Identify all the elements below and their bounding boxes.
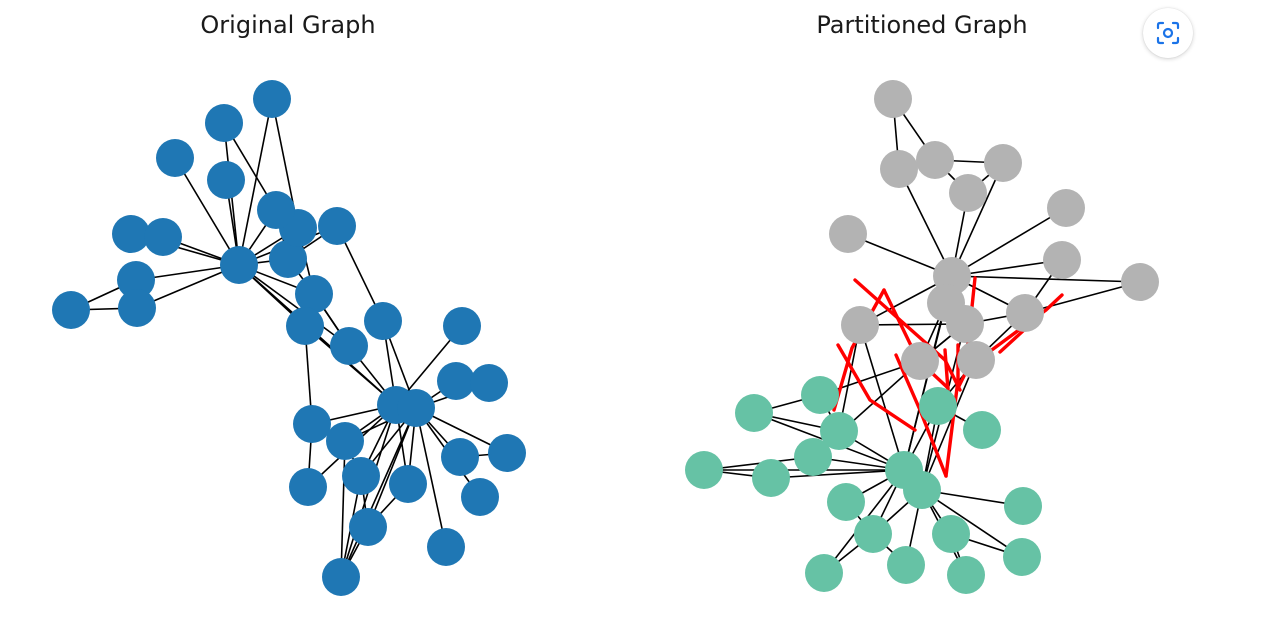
graph-edge xyxy=(238,264,350,347)
partition-b-node xyxy=(752,459,790,497)
graph-edge xyxy=(770,469,905,479)
partition-a-node xyxy=(829,215,867,253)
graph-node xyxy=(144,218,182,256)
graph-edge xyxy=(1024,281,1141,314)
graph-edge xyxy=(951,207,1067,277)
graph-edge xyxy=(951,275,1141,283)
partition-b-node xyxy=(963,411,1001,449)
graph-node xyxy=(293,405,331,443)
graph-node xyxy=(257,191,295,229)
graph-node xyxy=(253,80,291,118)
graph-node xyxy=(470,364,508,402)
graph-node xyxy=(427,528,465,566)
graph-node xyxy=(342,457,380,495)
partition-a-node xyxy=(880,150,918,188)
partition-b-node xyxy=(801,376,839,414)
graph-node xyxy=(295,275,333,313)
graph-node xyxy=(443,307,481,345)
graph-edge xyxy=(898,168,953,277)
graph-edge xyxy=(340,407,417,578)
partition-b-node xyxy=(820,412,858,450)
graph-node xyxy=(326,422,364,460)
graph-node xyxy=(389,465,427,503)
cut-edge xyxy=(836,343,917,432)
partition-a-node xyxy=(901,342,939,380)
graph-node xyxy=(488,434,526,472)
graph-edge xyxy=(921,489,1023,558)
partition-b-node xyxy=(1004,487,1042,525)
graph-node xyxy=(205,104,243,142)
partition-a-node xyxy=(874,80,912,118)
partition-a-node xyxy=(984,144,1022,182)
partition-a-node xyxy=(957,341,995,379)
graph-node xyxy=(220,246,258,284)
graph-node xyxy=(461,478,499,516)
graph-node xyxy=(156,139,194,177)
graph-node xyxy=(286,307,324,345)
graph-edge xyxy=(304,325,397,406)
partition-a-node xyxy=(949,174,987,212)
visual-search-button[interactable] xyxy=(1143,8,1193,58)
graph-node xyxy=(441,438,479,476)
graph-node xyxy=(322,558,360,596)
graph-node xyxy=(364,302,402,340)
partition-a-node xyxy=(946,305,984,343)
original-graph-nodes xyxy=(52,80,526,596)
partition-b-node xyxy=(685,451,723,489)
graph-edge xyxy=(415,407,447,548)
graph-node xyxy=(207,161,245,199)
graph-node xyxy=(437,362,475,400)
partitioned-graph-nodes xyxy=(685,80,1159,594)
partition-b-node xyxy=(932,515,970,553)
graph-node xyxy=(112,215,150,253)
original-graph-edges xyxy=(70,98,508,578)
partition-a-node xyxy=(1047,189,1085,227)
graph-node xyxy=(118,289,156,327)
graph-node xyxy=(52,291,90,329)
partitioned-graph xyxy=(685,80,1159,594)
partition-b-node xyxy=(854,515,892,553)
partition-b-node xyxy=(887,546,925,584)
original-graph-title: Original Graph xyxy=(200,11,376,39)
graph-node xyxy=(318,207,356,245)
graph-edge xyxy=(921,359,977,491)
graph-edge xyxy=(238,98,273,266)
cut-edge xyxy=(943,348,950,392)
partition-b-node xyxy=(919,387,957,425)
partition-b-node xyxy=(794,438,832,476)
partition-a-node xyxy=(841,306,879,344)
graph-node xyxy=(349,508,387,546)
cut-edge xyxy=(944,378,960,478)
partition-b-node xyxy=(903,471,941,509)
graph-edge xyxy=(174,157,240,266)
graph-node xyxy=(397,389,435,427)
partition-b-node xyxy=(827,483,865,521)
original-graph xyxy=(52,80,526,596)
partition-a-node xyxy=(1006,294,1044,332)
partition-b-node xyxy=(805,554,843,592)
cut-edge xyxy=(983,293,1064,357)
partition-a-node xyxy=(916,141,954,179)
partition-a-node xyxy=(1121,263,1159,301)
graph-edge xyxy=(340,440,346,578)
partition-b-node xyxy=(735,394,773,432)
partitioned-graph-title: Partitioned Graph xyxy=(816,11,1028,39)
partition-b-node xyxy=(947,556,985,594)
graph-edge xyxy=(951,162,1004,277)
graph-edge xyxy=(859,324,905,471)
partition-b-node xyxy=(1003,538,1041,576)
graph-node xyxy=(117,261,155,299)
graph-node xyxy=(269,240,307,278)
cut-edge xyxy=(832,288,886,412)
graph-node xyxy=(330,327,368,365)
graph-node xyxy=(289,468,327,506)
visual-search-icon xyxy=(1156,21,1180,45)
partition-a-node xyxy=(1043,241,1081,279)
